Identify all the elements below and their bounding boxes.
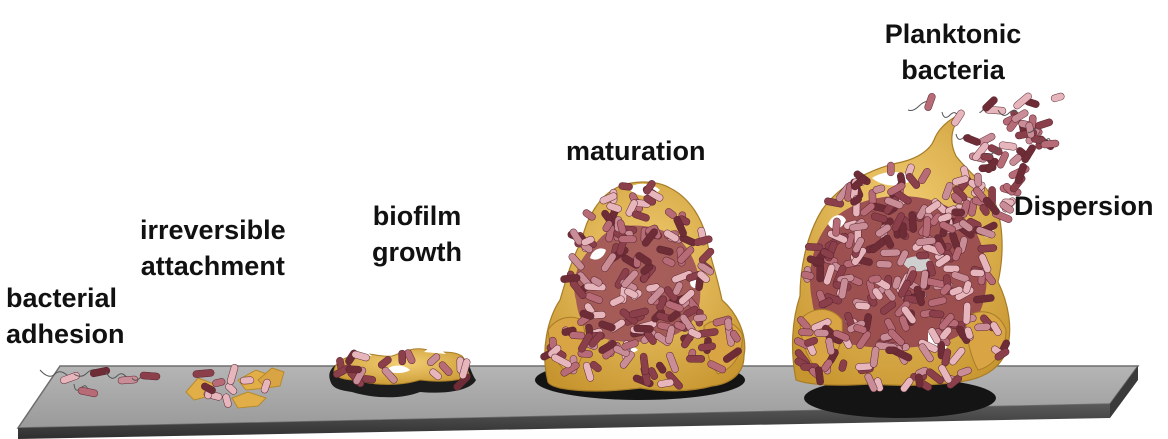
bacterium [832, 218, 840, 237]
bacterium [943, 265, 960, 272]
bacterium [362, 375, 376, 384]
bacterium [398, 350, 406, 365]
bacterium [569, 332, 585, 340]
bacterium [855, 302, 871, 310]
bacterium [814, 329, 829, 336]
bacterium [140, 372, 160, 380]
bacterium [880, 249, 900, 257]
bacterium [619, 236, 637, 243]
bacterium [1034, 118, 1053, 130]
bacterium [876, 260, 892, 268]
label-maturation: maturation [566, 133, 706, 169]
bacterium [923, 216, 931, 237]
bacterium [962, 134, 981, 147]
bacterium [798, 328, 813, 336]
bacterium [725, 318, 733, 331]
bacterium [974, 173, 982, 187]
bacterium [929, 310, 945, 319]
bacterium [633, 325, 653, 333]
bacterium [977, 244, 997, 252]
bacterium [970, 269, 985, 277]
bacterium [1041, 140, 1060, 149]
label-irreversible-attachment: irreversible attachment [140, 212, 286, 284]
bacterium [885, 347, 898, 354]
bacterium [240, 377, 254, 385]
bacterium [963, 302, 971, 324]
bacterium [1050, 92, 1065, 103]
bacterium [887, 162, 894, 176]
bacterium [693, 314, 707, 322]
bacterium [908, 212, 917, 233]
bacterium [951, 208, 965, 216]
label-biofilm-growth: biofilm growth [362, 198, 472, 270]
label-planktonic-bacteria: Planktonic bacteria [878, 16, 1028, 88]
bacterium [346, 366, 362, 374]
bacterium [916, 252, 929, 259]
bacterium [974, 323, 990, 331]
bacterium [805, 243, 823, 251]
bacterium [686, 355, 705, 362]
label-dispersion: Dispersion [1014, 188, 1154, 224]
label-bacterial-adhesion: bacterial adhesion [6, 280, 125, 352]
